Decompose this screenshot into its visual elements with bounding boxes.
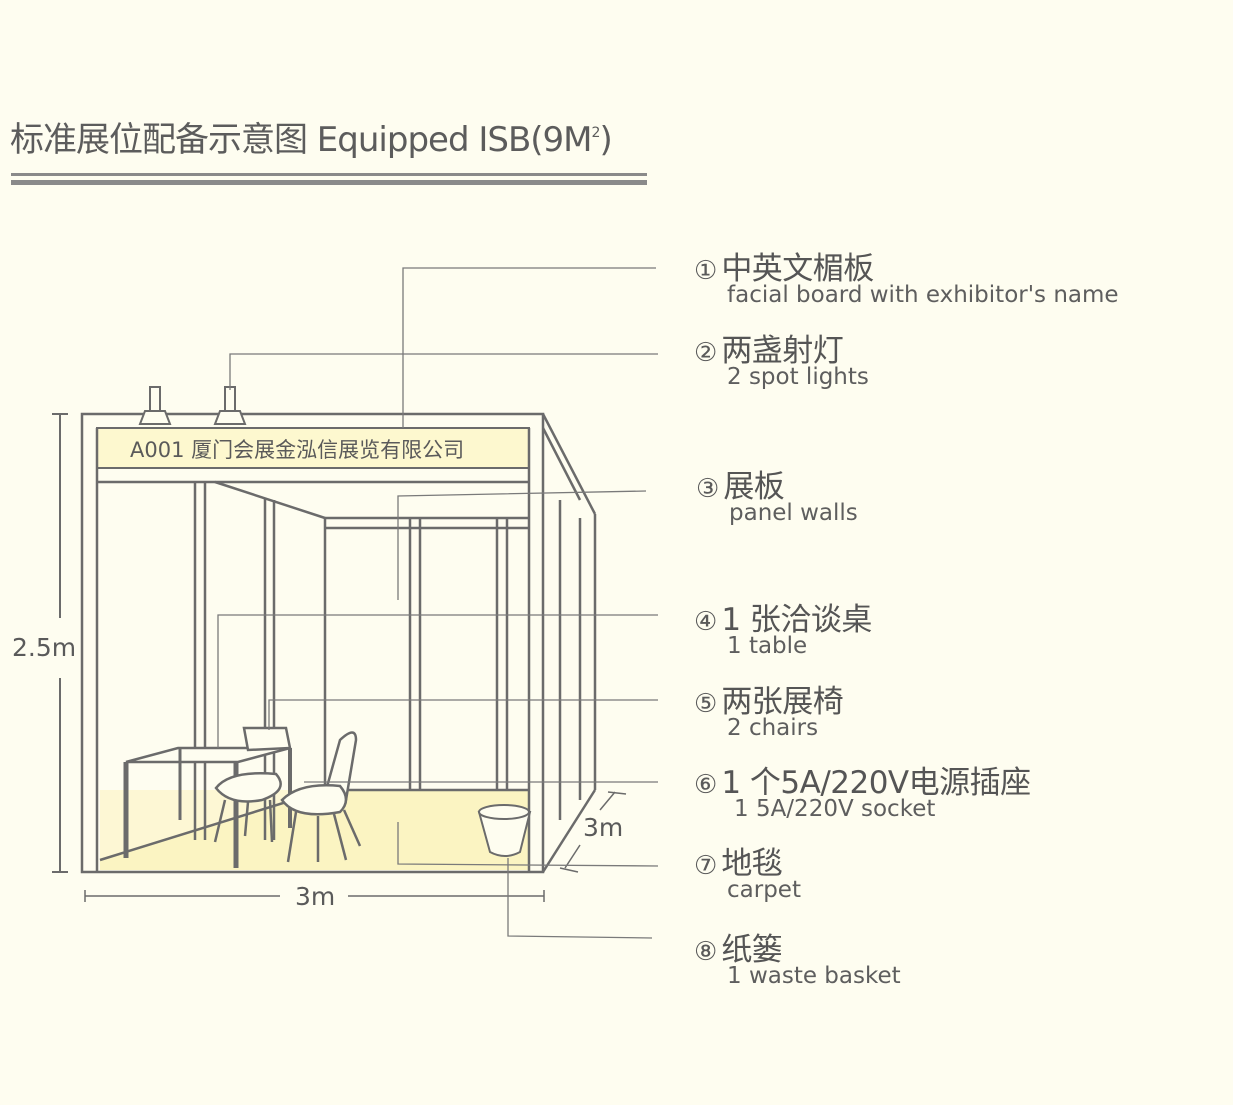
legend-number: ③ [696,474,720,504]
title-close: ) [599,120,612,160]
fascia-board [96,427,530,469]
title-text: 标准展位配备示意图 Equipped ISB(9M [10,120,593,160]
width-label: 3m [295,882,335,911]
title-rule-bottom [11,180,647,185]
waste-basket [477,804,532,857]
legend-label-en: 1 table [727,633,808,659]
legend-number: ① [694,256,718,286]
spot-lights [138,386,247,425]
legend-number: ⑤ [694,689,718,719]
chairs [213,726,362,863]
legend-label-zh: 两盏射灯 [721,333,844,369]
title-rule-top [11,173,647,176]
dimension-lines [52,413,627,902]
booth-frame [80,412,597,874]
title-superscript: 2 [591,125,601,141]
legend-label-en: panel walls [729,500,858,526]
legend-label-zh: 1 个5A/220V电源插座 [721,765,1031,801]
fascia-label: A001 厦门会展金泓信展览有限公司 [130,438,464,462]
legend-label-zh: 1 张洽谈桌 [721,602,872,638]
legend-number: ⑧ [694,937,718,967]
legend-label-zh: 两张展椅 [721,684,844,720]
legend-label-en: 2 chairs [727,715,819,741]
legend-label-en: 1 waste basket [727,963,901,989]
legend-label-zh: 纸篓 [721,932,783,968]
legend-label-en: carpet [727,877,801,903]
legend-number: ② [694,338,718,368]
legend-label-en: 2 spot lights [727,364,869,390]
legend-number: ⑥ [694,770,718,800]
carpet-floor-left [100,790,325,870]
depth-label: 3m [583,813,623,842]
legend-label-en: 1 5A/220V socket [734,796,936,822]
legend-label-zh: 中英文楣板 [721,251,874,287]
legend-label-en: facial board with exhibitor's name [727,282,1119,308]
page-title: 标准展位配备示意图 Equipped ISB(9M2) [10,112,613,161]
height-label: 2.5m [12,633,76,662]
legend-number: ④ [694,607,718,637]
legend-label-zh: 地毯 [721,846,783,882]
legend-number: ⑦ [694,851,718,881]
leader-lines [217,267,659,939]
legend-label-zh: 展板 [723,469,785,505]
